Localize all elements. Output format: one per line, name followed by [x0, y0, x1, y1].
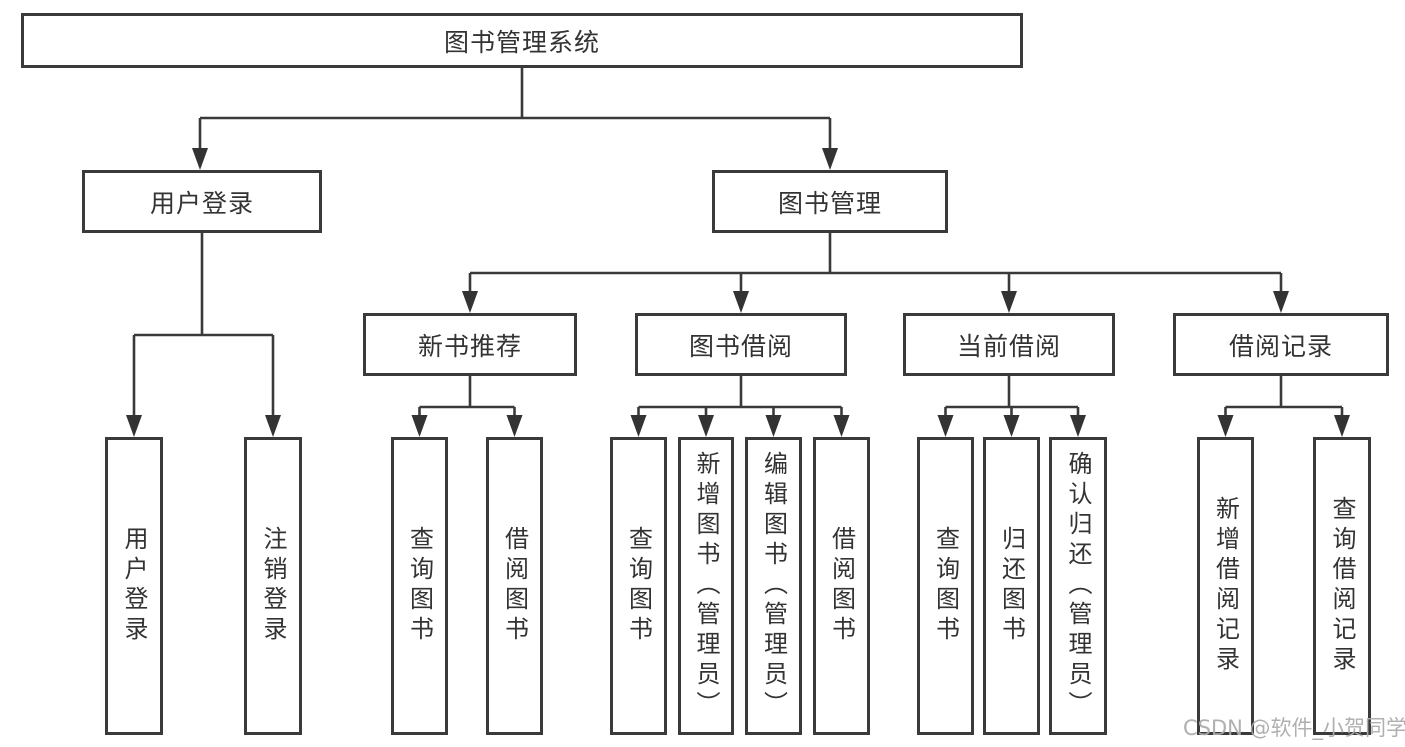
arrowhead-icon: [733, 291, 749, 313]
node-user-login: 用户登录: [82, 170, 322, 233]
arrowhead-icon: [937, 415, 954, 437]
arrowhead-icon: [462, 291, 478, 313]
arrowhead-icon: [630, 415, 647, 437]
leaf-query-books-borrow: 查询图书: [610, 437, 667, 735]
arrowhead-icon: [265, 415, 281, 437]
node-borrow-records: 借阅记录: [1173, 313, 1389, 376]
leaf-confirm-return-admin: 确认归还（管理员）: [1049, 437, 1107, 735]
arrowhead-icon: [698, 415, 714, 437]
arrowhead-icon: [411, 415, 428, 437]
arrowhead-icon: [1273, 291, 1289, 313]
leaf-add-books-admin: 新增图书（管理员）: [678, 437, 734, 735]
arrowhead-icon: [1217, 415, 1234, 437]
arrowhead-icon: [822, 148, 838, 170]
leaf-add-borrow-record: 新增借阅记录: [1197, 437, 1254, 735]
node-book-management: 图书管理: [712, 170, 948, 233]
arrowhead-icon: [833, 415, 850, 437]
leaf-user-login: 用户登录: [105, 437, 163, 735]
node-book-borrow: 图书借阅: [635, 313, 847, 376]
arrowhead-icon: [1070, 415, 1086, 437]
leaf-borrow-books-recommend: 借阅图书: [486, 437, 543, 735]
arrowhead-icon: [126, 415, 142, 437]
leaf-borrow-books: 借阅图书: [813, 437, 870, 735]
node-library-system: 图书管理系统: [21, 13, 1023, 68]
leaf-return-books: 归还图书: [983, 437, 1040, 735]
arrowhead-icon: [1003, 415, 1020, 437]
leaf-logout-login: 注销登录: [244, 437, 302, 735]
arrowhead-icon: [765, 415, 782, 437]
connector-path: [132, 68, 1344, 421]
leaf-query-borrow-record: 查询借阅记录: [1313, 437, 1371, 735]
node-current-borrow: 当前借阅: [903, 313, 1115, 376]
leaf-query-books-current: 查询图书: [917, 437, 974, 735]
leaf-query-books-recommend: 查询图书: [391, 437, 448, 735]
arrowhead-icon: [1001, 291, 1017, 313]
arrowhead-icon: [1334, 415, 1350, 437]
node-new-book-recommend: 新书推荐: [363, 313, 577, 376]
arrowhead-icon: [192, 148, 208, 170]
arrowhead-icon: [506, 415, 523, 437]
leaf-edit-books-admin: 编辑图书（管理员）: [745, 437, 802, 735]
